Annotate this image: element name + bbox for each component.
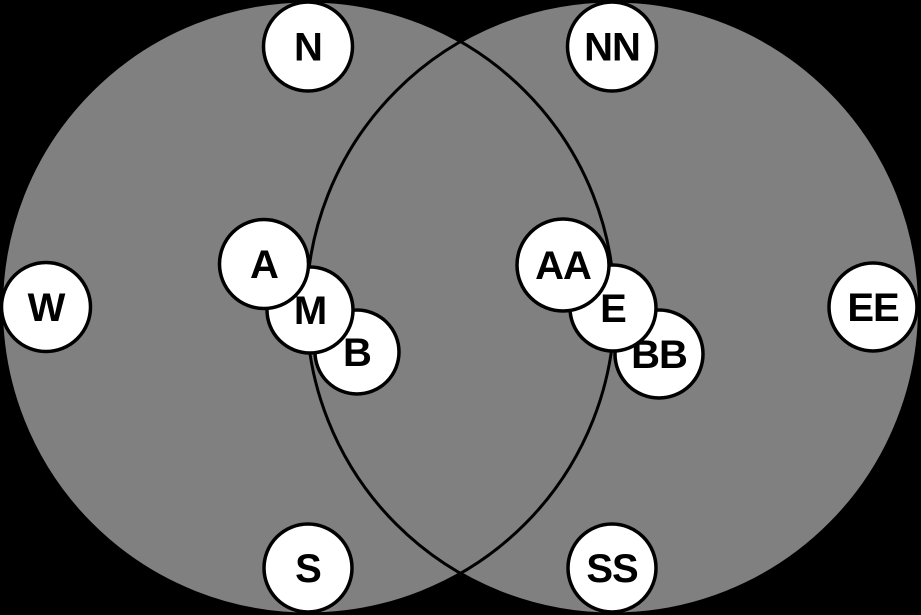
node-label-AA: AA (535, 244, 591, 288)
venn-node-EE: EE (827, 261, 919, 353)
node-circle-NN (565, 0, 659, 93)
node-circle-EE (827, 261, 919, 353)
venn-node-W: W (0, 260, 93, 354)
venn-node-NN: NN (565, 0, 659, 93)
node-label-E: E (600, 287, 626, 331)
venn-node-N: N (261, 0, 355, 93)
venn-node-SS: SS (566, 522, 658, 614)
node-label-N: N (294, 26, 322, 70)
node-circle-A (217, 217, 311, 311)
node-label-SS: SS (586, 547, 638, 591)
venn-node-A: A (217, 217, 311, 311)
node-label-M: M (294, 289, 326, 333)
node-label-W: W (28, 286, 66, 330)
node-circle-AA (515, 217, 611, 313)
node-circle-SS (566, 522, 658, 614)
node-label-NN: NN (584, 26, 640, 70)
node-label-S: S (295, 547, 321, 591)
venn-node-S: S (262, 522, 354, 614)
node-circle-N (261, 0, 355, 93)
node-circle-W (0, 260, 93, 354)
venn-node-AA: AA (515, 217, 611, 313)
node-label-A: A (250, 243, 278, 287)
node-label-EE: EE (847, 286, 899, 330)
node-circle-S (262, 522, 354, 614)
node-label-B: B (343, 331, 371, 375)
